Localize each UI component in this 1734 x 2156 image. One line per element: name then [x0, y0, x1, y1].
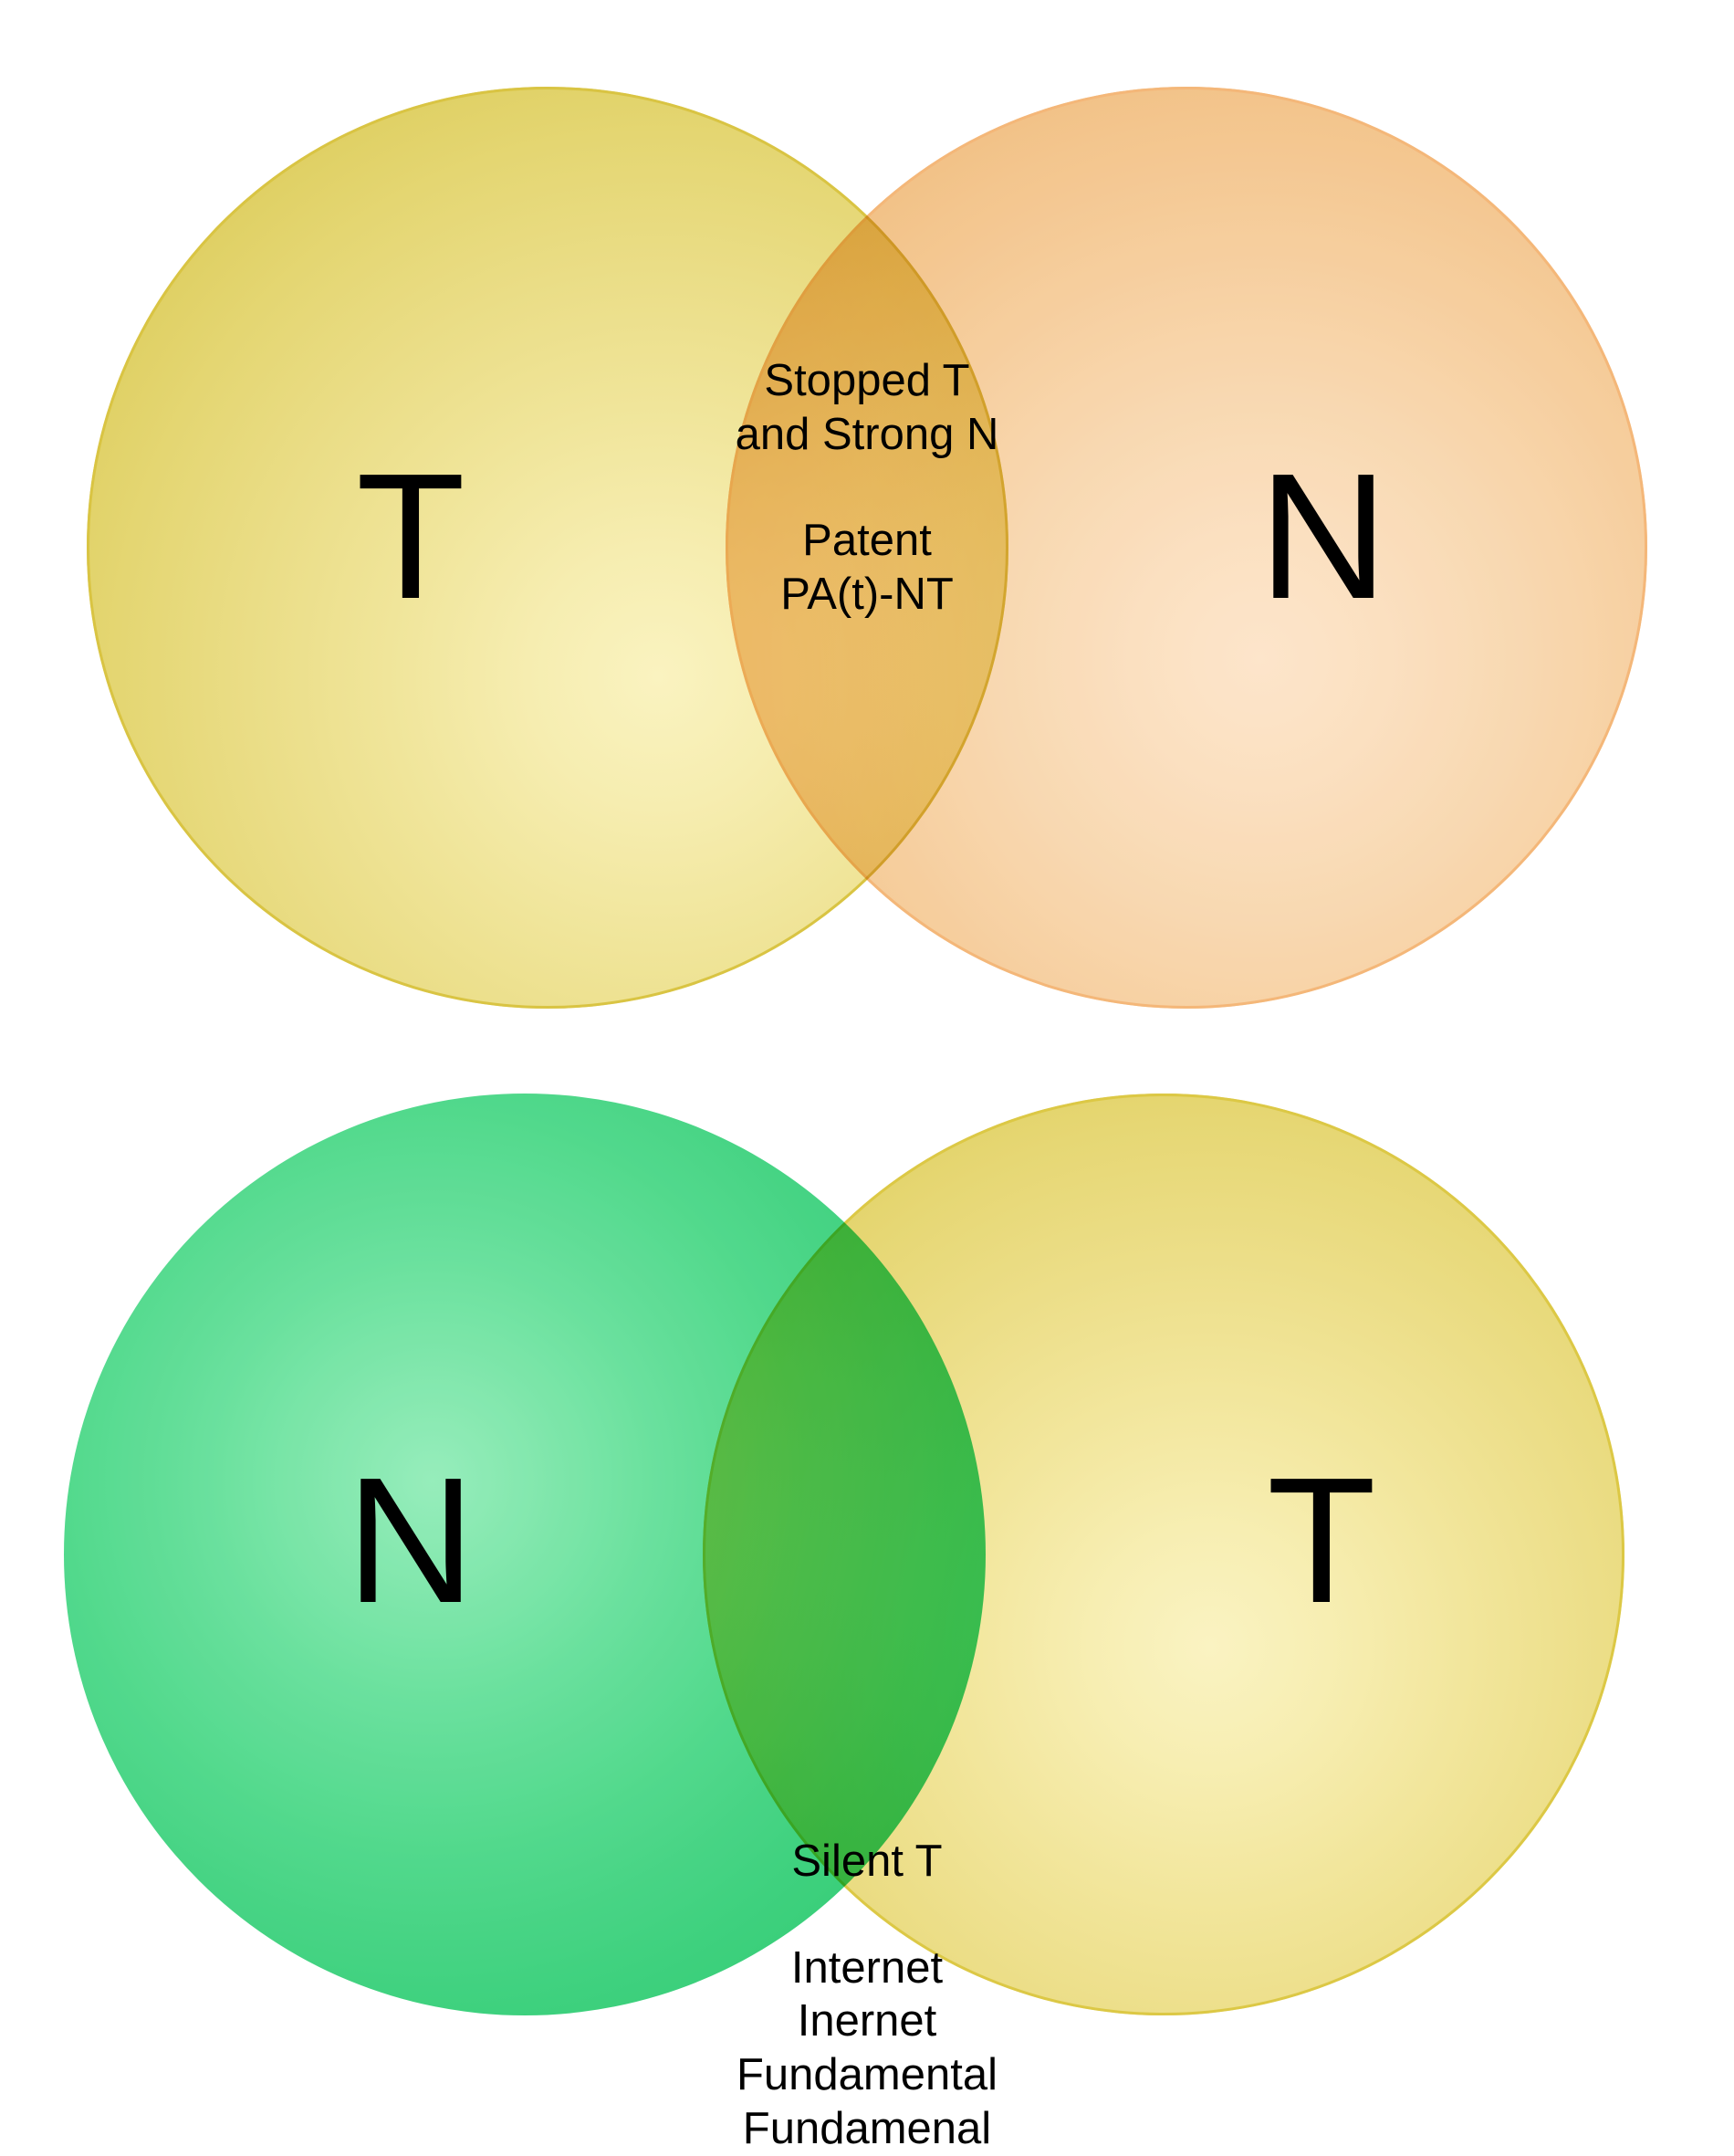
intersection-bottom-line-2-2: Inernet — [797, 1996, 937, 2046]
set-label-t-top: T — [356, 436, 465, 636]
set-label-t-bottom: T — [1267, 1440, 1376, 1640]
intersection-bottom-line-2-1: Internet — [790, 1942, 944, 1993]
intersection-top-line-1-1: Stopped T — [764, 356, 970, 405]
intersection-bottom-line-2-3: Fundamental — [736, 2050, 998, 2100]
intersection-top-line-2-1: Patent — [802, 516, 932, 566]
set-label-n-bottom: N — [346, 1440, 475, 1640]
set-label-n-top: N — [1259, 436, 1388, 636]
circle-set-n-top — [726, 87, 1647, 1009]
intersection-top-line-2-2: PA(t)-NT — [780, 570, 954, 620]
intersection-bottom-block-1: Silent T — [675, 1835, 1059, 1889]
intersection-bottom-line-2-4: Fundamenal — [742, 2104, 992, 2153]
intersection-top-line-1-2: and Strong N — [735, 409, 999, 459]
intersection-bottom-line-1-1: Silent T — [791, 1837, 943, 1886]
circle-set-n-bottom — [64, 1094, 986, 2015]
